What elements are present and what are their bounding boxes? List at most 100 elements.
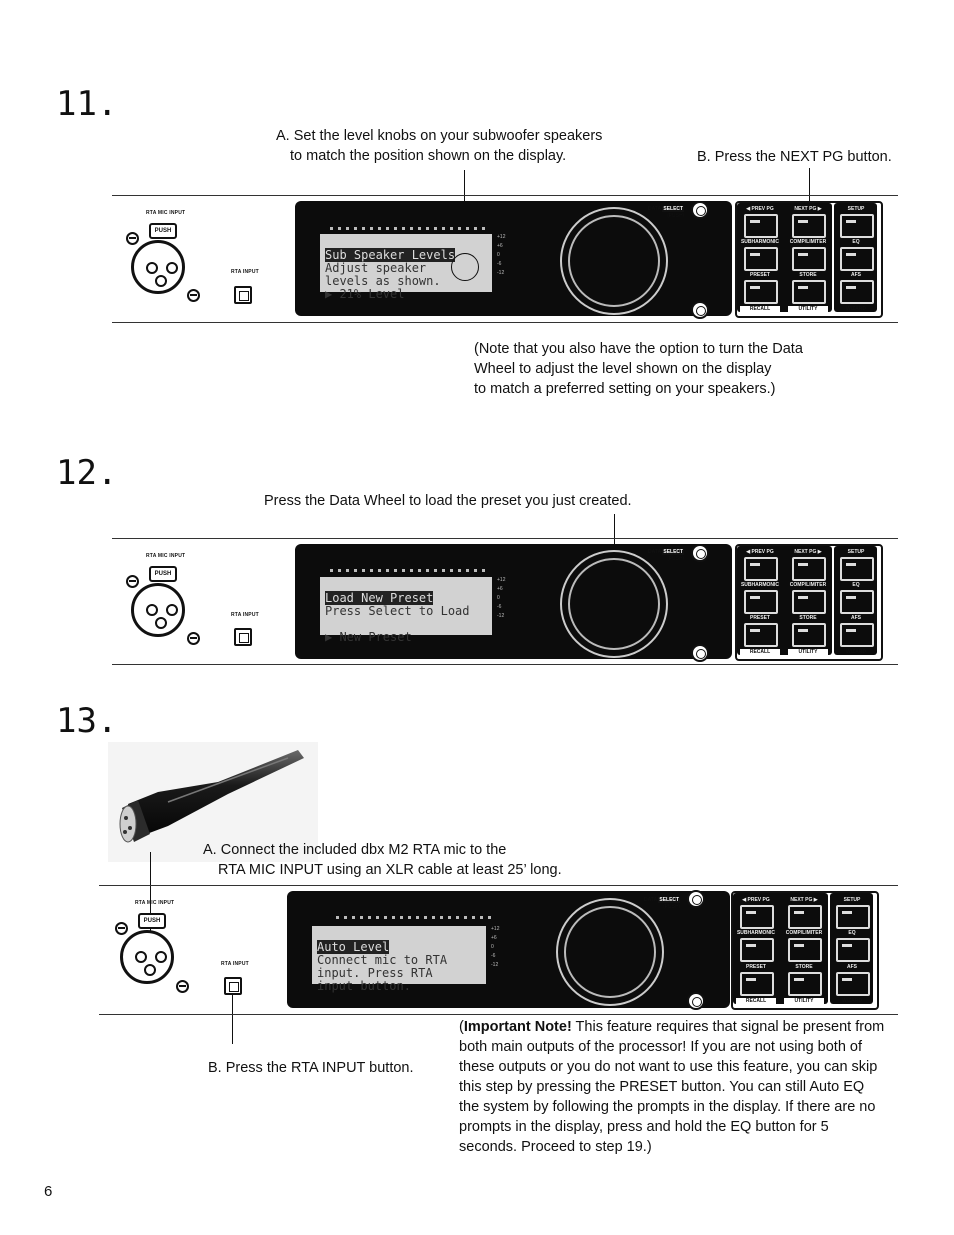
next-pg-button[interactable] [792,214,826,238]
comp-limiter-button[interactable] [792,247,826,271]
next-pg-label: NEXT PG ▶ [794,206,822,212]
comp-limiter-button[interactable] [792,590,826,614]
rta-input-label: RTA INPUT [231,269,259,275]
divider [99,885,898,886]
vu-label: -12 [497,270,505,276]
step-12-number: 12. [56,453,118,493]
vu-meter: +12 +6 0 -6 -12 [491,925,501,970]
step-12-caption: Press the Data Wheel to load the preset … [264,493,632,509]
vu-label: 0 [497,252,500,258]
eq-button[interactable] [840,590,874,614]
data-label: DATA [648,549,661,555]
screw-icon [687,992,705,1010]
eq-button[interactable] [840,247,874,271]
subharmonic-button[interactable] [744,247,778,271]
data-wheel[interactable] [560,550,668,658]
utility-label: UTILITY [788,649,828,655]
meter-ticks [336,916,496,919]
step-13-caption-a-line1: A. Connect the included dbx M2 RTA mic t… [203,842,507,858]
push-label: (PUSH) [667,556,685,562]
rta-mic-input-label: RTA MIC INPUT [146,210,186,216]
comp-limiter-button[interactable] [788,938,822,962]
subharmonic-button[interactable] [740,938,774,962]
store-button[interactable] [792,280,826,304]
xlr-pin [166,262,178,274]
screw-icon [691,201,709,219]
eq-label: EQ [848,930,856,936]
data-wheel[interactable] [556,898,664,1006]
level-knob-icon [451,253,479,281]
step-13-number: 13. [56,701,118,741]
setup-button[interactable] [840,557,874,581]
recall-label: RECALL [740,306,780,312]
rta-microphone-image [108,742,318,862]
lcd-line: Auto Level [317,940,390,954]
next-pg-button[interactable] [788,905,822,929]
afs-button[interactable] [840,623,874,647]
preset-button[interactable] [744,623,778,647]
utility-label: UTILITY [784,998,824,1004]
data-wheel[interactable] [560,207,668,315]
preset-label: PRESET [745,964,766,970]
rta-mic-input-label: RTA MIC INPUT [135,900,175,906]
lcd-line: input. Press RTA [317,966,433,980]
screw-icon [187,289,200,302]
xlr-pin [146,262,158,274]
next-pg-label: NEXT PG ▶ [790,897,818,903]
rta-input-button[interactable] [224,977,242,995]
push-tab[interactable]: PUSH [138,913,166,929]
lcd-line: levels as shown. [325,274,441,288]
next-pg-label: NEXT PG ▶ [794,549,822,555]
vu-label: +6 [497,243,503,249]
push-tab[interactable]: PUSH [149,566,177,582]
step-13-caption-b: B. Press the RTA INPUT button. [208,1060,414,1076]
lcd-line: Connect mic to RTA [317,953,448,967]
next-pg-button[interactable] [792,557,826,581]
divider [112,195,898,196]
lcd-line: input button. [317,979,411,993]
push-label: (PUSH) [663,904,681,910]
setup-button[interactable] [840,214,874,238]
divider [112,538,898,539]
push-tab[interactable]: PUSH [149,223,177,239]
setup-label: SETUP [847,206,865,212]
prev-pg-button[interactable] [740,905,774,929]
data-select-label: DATA SELECT [648,549,685,555]
prev-pg-button[interactable] [744,214,778,238]
vu-meter: +12 +6 0 -6 -12 [497,233,507,278]
rta-input-button[interactable] [234,286,252,304]
wizard-label: WIZARD [846,649,866,655]
select-label: SELECT [662,206,685,212]
subharmonic-button[interactable] [744,590,778,614]
afs-label: AFS [851,272,861,278]
select-label: SELECT [662,549,685,555]
step-11-note-line2: Wheel to adjust the level shown on the d… [474,361,772,377]
store-button[interactable] [788,972,822,996]
store-label: STORE [799,272,817,278]
preset-button[interactable] [740,972,774,996]
subharmonic-label: SUBHARMONIC [740,239,780,245]
vu-label: +6 [491,935,497,941]
lcd-display: Auto Level Connect mic to RTA input. Pre… [312,926,486,993]
store-button[interactable] [792,623,826,647]
xlr-pin [155,275,167,287]
afs-button[interactable] [836,972,870,996]
vu-label: 0 [497,595,500,601]
wizard-label: WIZARD [842,998,862,1004]
prev-pg-button[interactable] [744,557,778,581]
subharmonic-label: SUBHARMONIC [740,582,780,588]
rta-input-label: RTA INPUT [221,961,249,967]
afs-button[interactable] [840,280,874,304]
preset-button[interactable] [744,280,778,304]
eq-button[interactable] [836,938,870,962]
screw-icon [115,922,128,935]
xlr-pin [135,951,147,963]
comp-limiter-label: COMP/LIMITER [789,582,827,588]
vu-label: -12 [491,962,499,968]
divider [99,1014,898,1015]
setup-button[interactable] [836,905,870,929]
callout-line [232,988,233,1044]
vu-label: 0 [491,944,494,950]
step-13-important-note: (Important Note! This feature requires t… [459,1017,885,1157]
rta-input-button[interactable] [234,628,252,646]
